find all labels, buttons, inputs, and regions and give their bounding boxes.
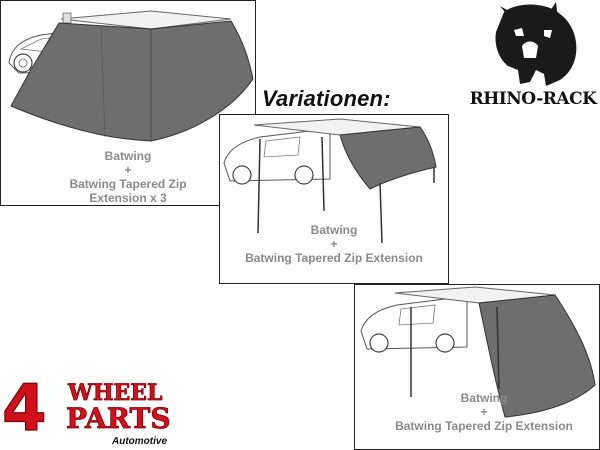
awning-illustration-3 (360, 286, 596, 418)
caption-3-line3: Batwing Tapered Zip Extension (395, 419, 573, 433)
caption-1-line4: Extension x 3 (89, 191, 167, 205)
four-wheel-parts-logo: 4 WHEEL PARTS Automotive (1, 372, 171, 447)
caption-2-line3: Batwing Tapered Zip Extension (245, 251, 423, 265)
variation-panel-3: Batwing + Batwing Tapered Zip Extension (354, 284, 600, 450)
logo-wheel-word: WHEEL (67, 380, 163, 406)
rhino-logo-icon (495, 2, 577, 86)
caption-3-line1: Batwing (460, 391, 508, 405)
logo-automotive-word: Automotive (111, 436, 167, 447)
caption-1-line1: Batwing (104, 149, 152, 163)
caption-3-line2: + (480, 405, 488, 419)
awning-illustration-2 (223, 118, 437, 244)
caption-1-line3: Batwing Tapered Zip (69, 177, 187, 191)
caption-2-line1: Batwing (310, 223, 358, 237)
logo-number: 4 (2, 372, 47, 446)
logo-parts-word: PARTS (66, 402, 171, 435)
variation-panel-2: Batwing + Batwing Tapered Zip Extension (219, 114, 449, 284)
caption-2-line2: + (330, 237, 338, 251)
rhino-rack-wordmark: RHINO-RACK (469, 89, 597, 109)
variation-panel-1: Batwing + Batwing Tapered Zip Extension … (0, 0, 256, 206)
awning-illustration-1 (8, 10, 254, 142)
caption-1-line2: + (124, 163, 132, 177)
variations-heading: Variationen: (262, 86, 391, 111)
